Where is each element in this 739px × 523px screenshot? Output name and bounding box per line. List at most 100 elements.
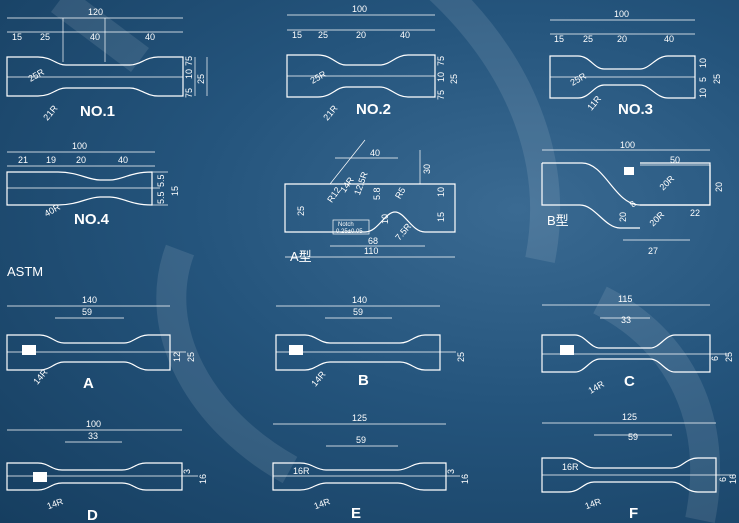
no4-dim-a: 21 [18,155,28,165]
type-b-dim-27: 27 [648,246,658,256]
astm-a-total: 140 [82,295,97,305]
specimen-no3: 100 15 25 20 40 10 5 25 10 25R 11R NO.3 [549,9,722,118]
no3-width-d: 10 [698,88,708,98]
specimen-astm-d: 100 33 3 16 14R D [6,419,208,523]
astm-f-radius-a: 16R [562,462,579,472]
no2-total-dim: 100 [352,4,367,14]
type-a-radius-r5: R5 [393,185,407,200]
astm-d-gauge: 33 [88,431,98,441]
type-b-dim-50: 50 [670,155,680,165]
type-a-dim-15: 15 [436,212,446,222]
no1-width-c: 25 [196,74,206,84]
no1-dim-a: 15 [12,32,22,42]
astm-d-total: 100 [86,419,101,429]
type-a-notch-label: Notch [338,222,354,228]
astm-e-width-b: 16 [460,474,470,484]
no3-width-a: 10 [698,58,708,68]
type-a-dim-25: 25 [296,206,306,216]
no2-dim-d: 40 [400,30,410,40]
astm-c-total: 115 [618,294,632,304]
no3-label: NO.3 [618,101,653,118]
no4-dim-b: 19 [46,155,56,165]
astm-d-radius: 14R [46,496,65,511]
astm-f-total: 125 [622,412,637,422]
type-a-dim-10b: 10 [436,187,446,197]
astm-a-label: A [83,375,94,392]
no4-width-a: 5.5 [156,174,166,187]
astm-c-label: C [624,373,635,390]
astm-f-radius-b: 14R [584,496,603,511]
astm-a-width-a: 12 [172,352,182,362]
no1-radius-b: 21R [41,103,60,122]
specimen-type-a: 40 30 R12 14R 12.5R 5.8 R5 25 10 15 10 N… [284,139,456,264]
no2-width-a: 10 [436,72,446,82]
no1-dim-b: 25 [40,32,50,42]
astm-c-width-a: 6 [710,356,720,361]
specimen-type-b: 100 50 20R 20 8 20 20R 22 27 B型 [541,140,724,256]
astm-b-marker [289,345,303,355]
no1-radius-a: 25R [27,67,47,84]
specimen-astm-f: 125 59 6 16 16R 14R F [541,412,738,522]
no3-dim-d: 40 [664,34,674,44]
no1-total-dim: 120 [88,7,103,17]
no3-radius-b: 11R [585,93,603,112]
no4-width-c: 15 [170,186,180,196]
astm-c-gauge: 33 [621,315,631,325]
no3-dim-c: 20 [617,34,627,44]
type-a-dim-5-8: 5.8 [372,187,382,200]
specimen-no2: 100 15 25 20 40 10 75 25 75 25R 21R NO.2 [286,4,459,122]
no3-radius-a: 25R [569,71,589,88]
astm-e-gauge: 59 [356,435,366,445]
no3-width-c: 25 [712,74,722,84]
no3-width-b: 5 [698,77,708,82]
no2-radius-b: 21R [321,103,340,122]
astm-a-width-b: 25 [186,352,196,362]
type-b-dim-22: 22 [690,208,700,218]
no4-dim-c: 20 [76,155,86,165]
type-b-radius-b: 20R [648,209,667,228]
no2-dim-b: 25 [318,30,328,40]
astm-b-gauge: 59 [353,307,363,317]
type-a-notch-radius: 0.25±0.05 [336,229,363,235]
astm-f-width-a: 6 [718,477,728,482]
astm-c-marker [560,345,574,355]
astm-b-total: 140 [352,295,367,305]
type-a-dim-68: 68 [368,236,378,246]
type-b-total-dim: 100 [620,140,635,150]
astm-f-width-b: 16 [728,474,738,484]
astm-e-radius-a: 16R [293,466,310,476]
astm-d-width-b: 16 [198,474,208,484]
astm-b-radius: 14R [309,369,328,388]
type-b-label: B型 [547,213,569,228]
no1-dim-d: 40 [145,32,155,42]
type-a-dim-30: 30 [422,164,432,174]
type-a-label: A型 [290,249,312,264]
no3-dim-b: 25 [583,34,593,44]
astm-c-width-b: 25 [724,352,734,362]
background-watermark [51,0,721,523]
type-b-dim-20b: 20 [618,212,628,222]
astm-f-gauge: 59 [628,432,638,442]
astm-b-label: B [358,372,369,389]
no2-width-b: 75 [436,56,446,66]
no1-label: NO.1 [80,103,115,120]
type-b-marker [624,167,634,175]
type-a-dim-110: 110 [364,246,378,256]
astm-b-width: 25 [456,352,466,362]
astm-f-label: F [629,505,638,522]
no1-width-d: 75 [184,88,194,98]
no2-width-d: 75 [436,90,446,100]
astm-d-label: D [87,507,98,523]
no2-dim-a: 15 [292,30,302,40]
no4-total-dim: 100 [72,141,87,151]
astm-a-gauge: 59 [82,307,92,317]
no2-width-c: 25 [449,74,459,84]
no2-radius-a: 25R [309,69,329,86]
type-a-dim-40: 40 [370,148,380,158]
no1-dim-c: 40 [90,32,100,42]
astm-heading: ASTM [7,264,43,279]
astm-a-marker [22,345,36,355]
astm-d-width-a: 3 [182,469,192,474]
